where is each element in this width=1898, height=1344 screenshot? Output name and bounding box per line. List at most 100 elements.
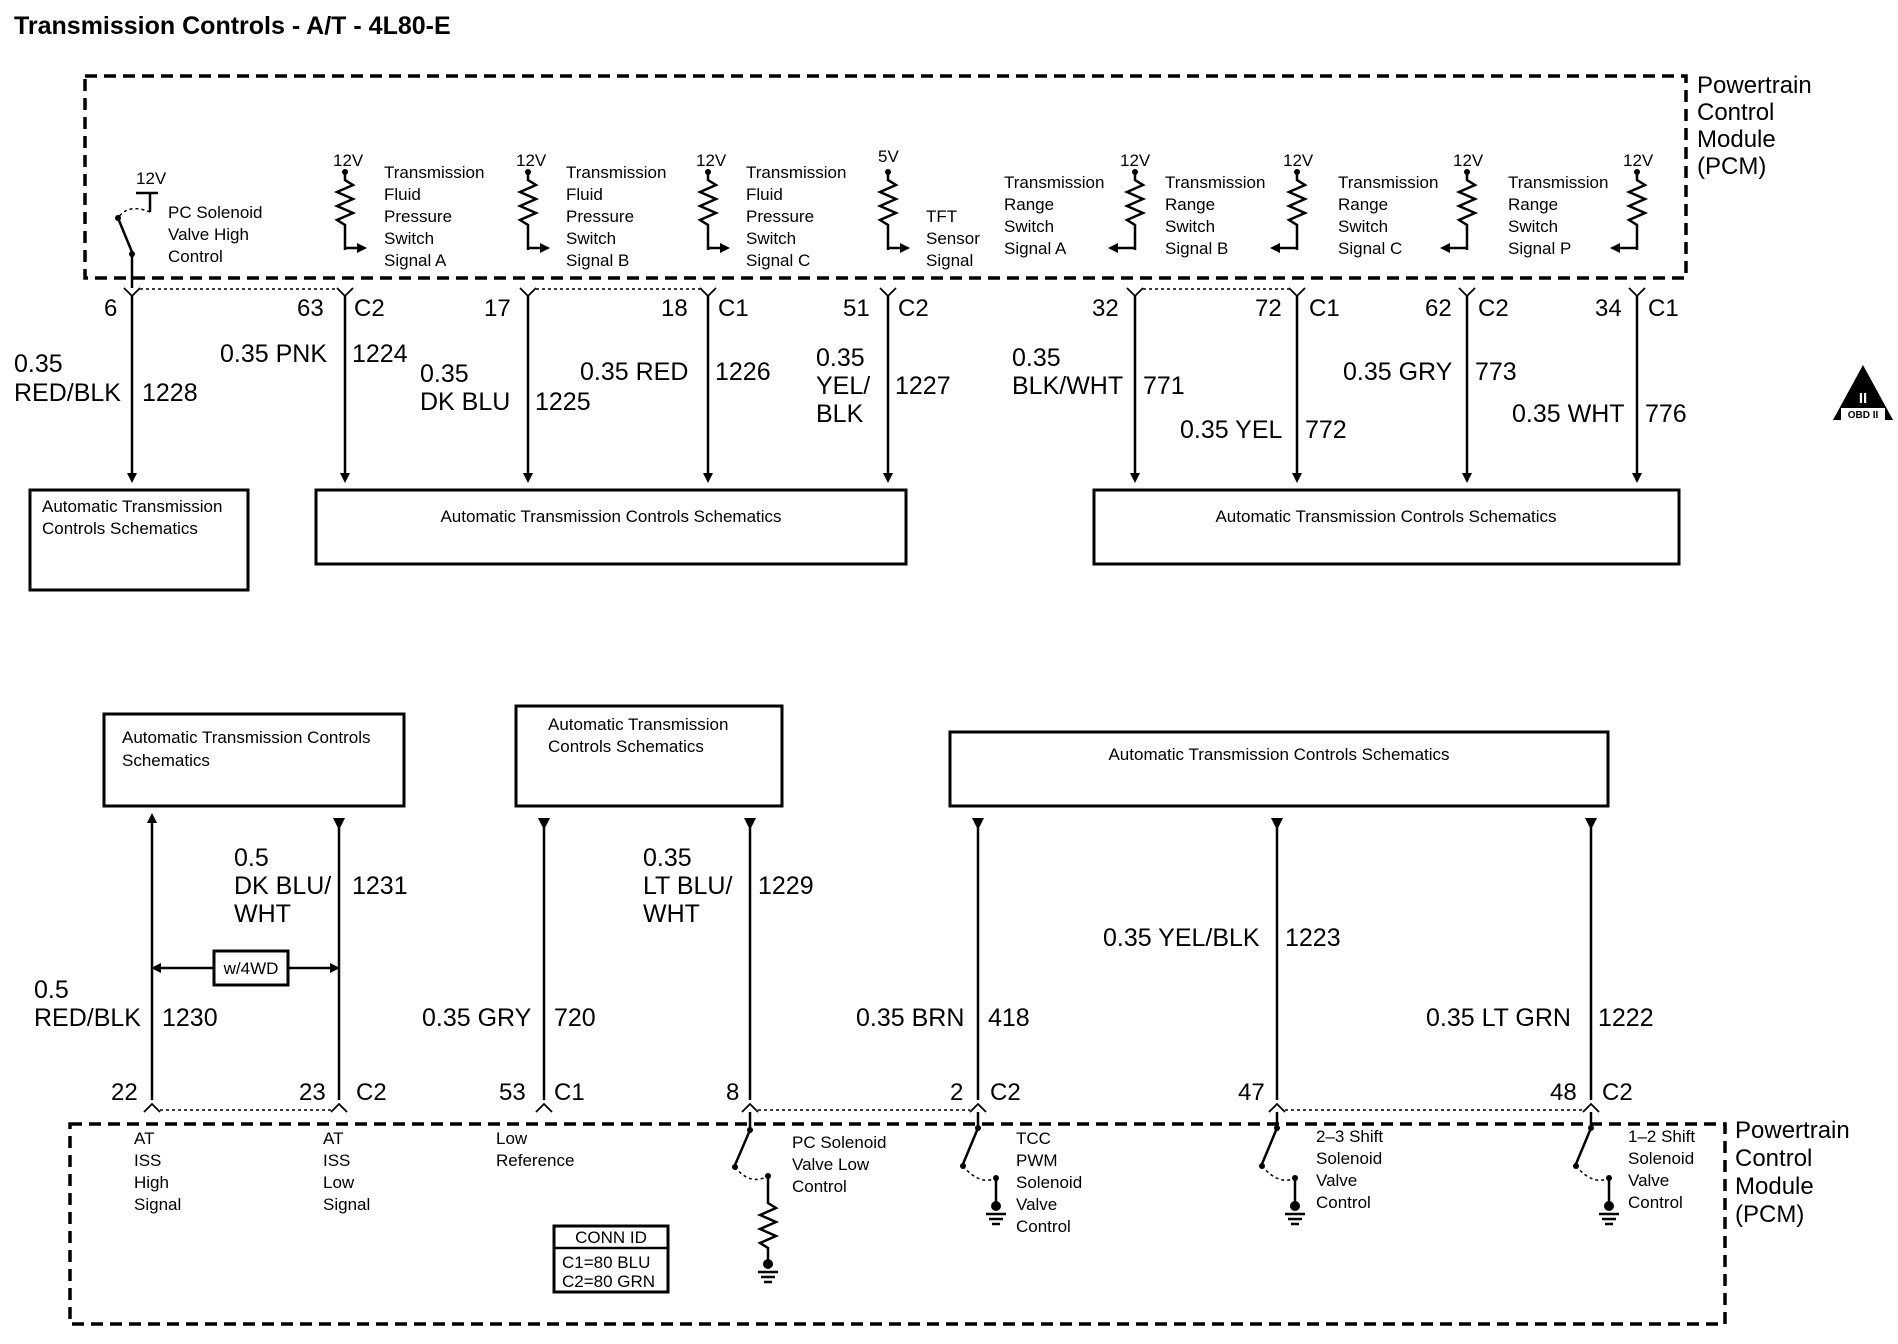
- svg-text:Controls Schematics: Controls Schematics: [548, 737, 704, 756]
- svg-text:63: 63: [297, 295, 324, 322]
- svg-text:Range: Range: [1165, 195, 1215, 214]
- svg-text:Solenoid: Solenoid: [1628, 1149, 1694, 1168]
- pcm-boundary-top: [83, 74, 1688, 280]
- svg-text:34: 34: [1595, 295, 1622, 322]
- svg-text:Controls Schematics: Controls Schematics: [42, 519, 198, 538]
- top-box-right: Automatic Transmission Controls Schemati…: [1092, 488, 1681, 566]
- svg-text:C2: C2: [1602, 1079, 1633, 1106]
- shift-1-2-switch: 1–2 Shift Solenoid Valve Control: [1573, 1112, 1695, 1226]
- svg-text:Control: Control: [1016, 1217, 1071, 1236]
- svg-text:18: 18: [661, 295, 688, 322]
- svg-text:773: 773: [1475, 358, 1517, 386]
- iss-low-label: AT ISS Low Signal: [323, 1129, 370, 1214]
- top-connectors: [123, 287, 1646, 298]
- svg-text:Signal: Signal: [134, 1195, 181, 1214]
- w4wd-indicator: w/4WD: [151, 949, 340, 987]
- svg-text:Fluid: Fluid: [566, 185, 603, 204]
- svg-text:Valve: Valve: [1016, 1195, 1057, 1214]
- svg-text:12V: 12V: [1453, 151, 1484, 170]
- svg-text:0.35: 0.35: [816, 344, 865, 372]
- svg-text:YEL/: YEL/: [816, 372, 870, 400]
- svg-text:12V: 12V: [696, 151, 727, 170]
- shift-2-3-switch: 2–3 Shift Solenoid Valve Control: [1259, 1112, 1383, 1226]
- svg-text:48: 48: [1550, 1079, 1577, 1106]
- top-wires: [127, 296, 1642, 483]
- svg-text:Pressure: Pressure: [384, 207, 452, 226]
- svg-text:RED/BLK: RED/BLK: [34, 1004, 141, 1032]
- pc-solenoid-high-switch: 12V PC Solenoid Valve High Control: [115, 169, 263, 288]
- svg-text:2–3 Shift: 2–3 Shift: [1316, 1127, 1383, 1146]
- pcm-label-top: Powertrain Control Module (PCM): [1697, 72, 1812, 180]
- svg-text:771: 771: [1143, 372, 1185, 400]
- svg-text:12V: 12V: [333, 151, 364, 170]
- bottom-box-right: Automatic Transmission Controls Schemati…: [948, 730, 1610, 808]
- svg-text:C2: C2: [898, 295, 929, 322]
- svg-text:Valve Low: Valve Low: [792, 1155, 870, 1174]
- svg-text:Valve: Valve: [1316, 1171, 1357, 1190]
- pc-solenoid-low-switch: PC Solenoid Valve Low Control: [732, 1112, 887, 1284]
- svg-text:720: 720: [554, 1004, 596, 1032]
- svg-text:Solenoid: Solenoid: [1316, 1149, 1382, 1168]
- bottom-wire-labels: 0.5 RED/BLK 1230 0.5 DK BLU/ WHT 1231 0.…: [34, 844, 1654, 1032]
- svg-text:1227: 1227: [895, 372, 951, 400]
- svg-text:Switch: Switch: [1004, 217, 1054, 236]
- svg-text:WHT: WHT: [234, 900, 291, 928]
- svg-text:Sensor: Sensor: [926, 229, 980, 248]
- svg-text:Automatic Transmission Control: Automatic Transmission Controls Schemati…: [1108, 745, 1449, 764]
- svg-text:Signal A: Signal A: [1004, 239, 1067, 258]
- svg-text:12V: 12V: [516, 151, 547, 170]
- svg-text:AT: AT: [323, 1129, 343, 1148]
- svg-text:Signal B: Signal B: [1165, 239, 1228, 258]
- svg-text:w/4WD: w/4WD: [223, 959, 279, 978]
- svg-text:53: 53: [499, 1079, 526, 1106]
- svg-text:0.35: 0.35: [643, 844, 692, 872]
- svg-text:Switch: Switch: [746, 229, 796, 248]
- svg-text:Switch: Switch: [566, 229, 616, 248]
- svg-text:High: High: [134, 1173, 169, 1192]
- svg-text:BLK: BLK: [816, 400, 864, 428]
- top-box-center: Automatic Transmission Controls Schemati…: [314, 488, 908, 566]
- svg-text:Fluid: Fluid: [746, 185, 783, 204]
- svg-text:0.35 YEL: 0.35 YEL: [1180, 416, 1283, 444]
- svg-text:Signal B: Signal B: [566, 251, 629, 270]
- conn-id-box: CONN ID C1=80 BLU C2=80 GRN: [552, 1224, 670, 1294]
- top-wire-labels: 0.35 RED/BLK 1228 0.35 PNK 1224 0.35 DK …: [14, 340, 1687, 444]
- svg-text:Transmission: Transmission: [746, 163, 846, 182]
- pullup-tft-sensor: 5V TFT Sensor Signal: [876, 147, 980, 270]
- svg-text:Powertrain: Powertrain: [1697, 72, 1812, 99]
- svg-text:1223: 1223: [1285, 924, 1341, 952]
- pullup-fluid-pressure-a: 12V Transmission Fluid Pressure Switch S…: [333, 151, 484, 270]
- svg-text:Switch: Switch: [1338, 217, 1388, 236]
- svg-text:772: 772: [1305, 416, 1347, 444]
- svg-text:Control: Control: [168, 247, 223, 266]
- svg-text:Signal: Signal: [926, 251, 973, 270]
- svg-text:C2: C2: [1478, 295, 1509, 322]
- pullup-range-switch-c: 12V Transmission Range Switch Signal C: [1338, 151, 1484, 258]
- svg-text:Powertrain: Powertrain: [1735, 1117, 1850, 1144]
- pullup-range-switch-a: 12V Transmission Range Switch Signal A: [1004, 151, 1151, 258]
- svg-text:(PCM): (PCM): [1697, 153, 1766, 180]
- svg-text:1229: 1229: [758, 872, 814, 900]
- bottom-wires: [147, 813, 1597, 1100]
- svg-text:C1: C1: [718, 295, 749, 322]
- svg-text:1224: 1224: [352, 340, 408, 368]
- pullup-fluid-pressure-b: 12V Transmission Fluid Pressure Switch S…: [516, 151, 666, 270]
- svg-text:Transmission: Transmission: [1508, 173, 1608, 192]
- pcm-label-bottom: Powertrain Control Module (PCM): [1735, 1117, 1850, 1228]
- svg-text:PC Solenoid: PC Solenoid: [168, 203, 263, 222]
- svg-text:WHT: WHT: [643, 900, 700, 928]
- svg-text:C1: C1: [554, 1079, 585, 1106]
- low-reference-label: Low Reference: [496, 1129, 574, 1170]
- svg-text:12V: 12V: [1623, 151, 1654, 170]
- svg-text:Signal P: Signal P: [1508, 239, 1571, 258]
- svg-text:Switch: Switch: [384, 229, 434, 248]
- svg-text:Signal C: Signal C: [746, 251, 810, 270]
- svg-text:22: 22: [111, 1079, 138, 1106]
- svg-text:Pressure: Pressure: [566, 207, 634, 226]
- svg-text:Switch: Switch: [1508, 217, 1558, 236]
- svg-text:DK BLU/: DK BLU/: [234, 872, 331, 900]
- svg-text:DK BLU: DK BLU: [420, 388, 510, 416]
- bottom-connectors: [143, 1102, 1600, 1113]
- svg-text:ISS: ISS: [323, 1151, 350, 1170]
